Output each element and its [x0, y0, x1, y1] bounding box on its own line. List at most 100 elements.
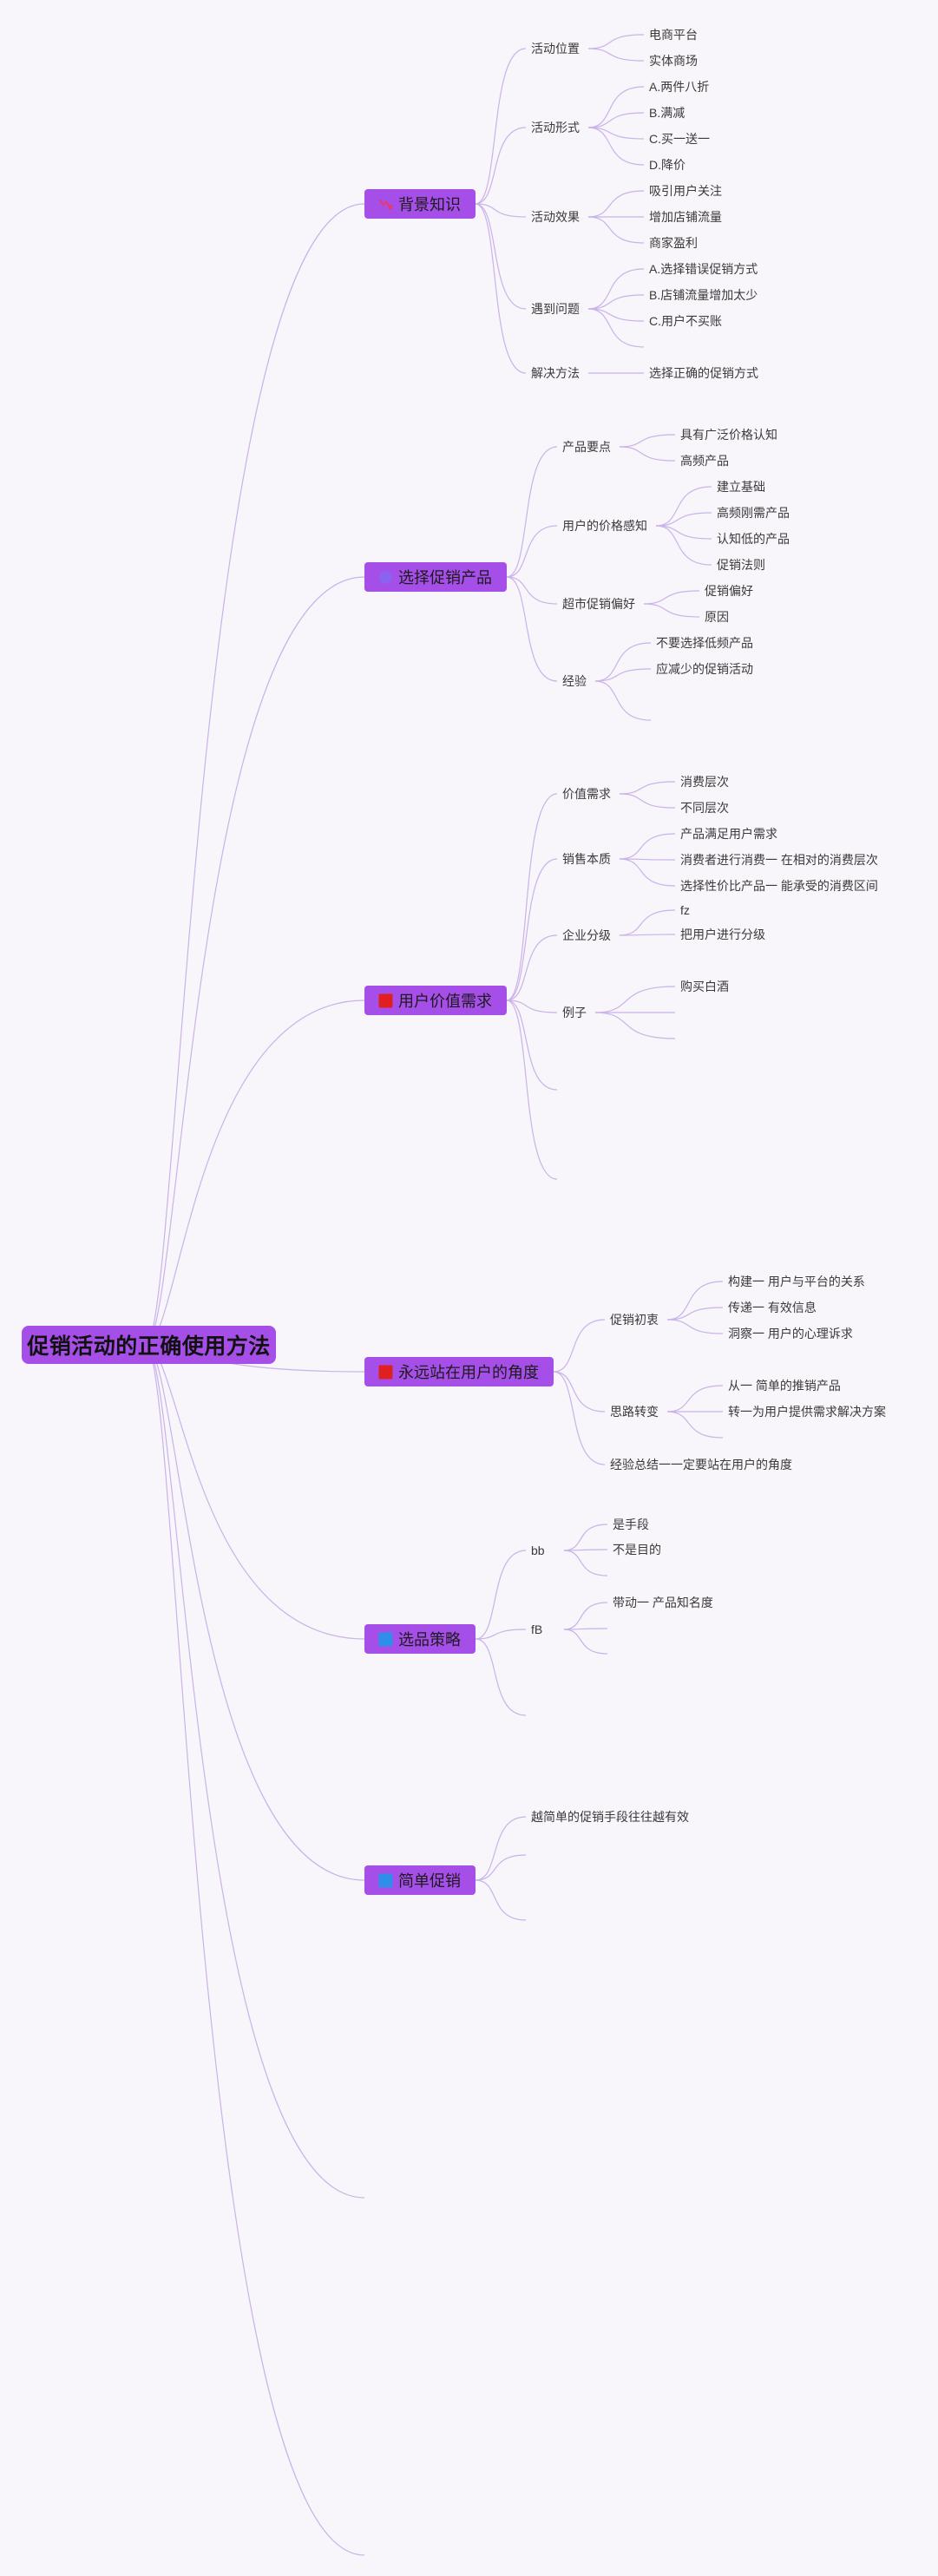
leaf-topic[interactable]: 应减少的促销活动 — [656, 662, 753, 676]
subtopic[interactable]: 价值需求 — [562, 787, 611, 801]
branch-label: 背景知识 — [398, 196, 461, 213]
subtopic[interactable]: 用户的价格感知 — [562, 519, 647, 533]
leaf-topic[interactable]: B.满减 — [649, 106, 685, 120]
leaf-link-2-3-2 — [594, 1012, 676, 1039]
leaf-link-3-0-1 — [666, 1307, 724, 1321]
subtopic[interactable]: 解决方法 — [531, 366, 580, 380]
leaf-link-1-3-0 — [594, 642, 652, 682]
leaf-topic[interactable]: 增加店铺流量 — [649, 210, 722, 224]
leaf-topic[interactable]: C.买一送一 — [649, 132, 710, 146]
subtopic[interactable]: bb — [531, 1544, 545, 1557]
leaf-topic[interactable]: D.降价 — [649, 158, 685, 172]
leaf-topic[interactable]: 高频产品 — [680, 454, 729, 468]
leaf-topic[interactable]: A.两件八折 — [649, 80, 710, 94]
branch-link-2-2 — [506, 934, 558, 1001]
subtopic[interactable]: 例子 — [562, 1006, 587, 1019]
leaf-link-0-3-1 — [587, 294, 645, 310]
branch-2[interactable]: 用户价值需求 — [364, 986, 507, 1015]
leaf-topic[interactable]: 转一为用户提供需求解决方案 — [728, 1405, 886, 1419]
leaf-link-3-1-2 — [666, 1411, 724, 1439]
subtopic[interactable]: 思路转变 — [610, 1405, 659, 1419]
subtopic[interactable]: 销售本质 — [562, 852, 611, 866]
leaf-topic[interactable]: 吸引用户关注 — [649, 184, 722, 198]
leaf-link-3-0-2 — [666, 1319, 724, 1334]
leaf-topic[interactable]: 消费层次 — [680, 775, 729, 789]
leaf-topic[interactable]: 促销偏好 — [705, 584, 753, 598]
branch-4[interactable]: 选品策略 — [364, 1624, 476, 1654]
branch-1[interactable]: 选择促销产品 — [364, 562, 507, 592]
branch-link-3-1 — [553, 1371, 606, 1413]
leaf-link-2-1-0 — [619, 833, 676, 860]
leaf-link-2-0-0 — [619, 781, 676, 795]
branch-3[interactable]: 永远站在用户的角度 — [364, 1357, 554, 1386]
subtopic[interactable]: 越简单的促销手段往往越有效 — [531, 1810, 689, 1824]
leaf-topic[interactable]: 选择性价比产品一 能承受的消费区间 — [680, 879, 878, 893]
blue-square-icon — [378, 1873, 393, 1888]
leaf-topic[interactable]: 购买白酒 — [680, 980, 729, 993]
branch-link-1-0 — [506, 446, 558, 578]
branch-link-2-4 — [506, 1000, 558, 1091]
root-link-2 — [145, 1000, 365, 1346]
leaf-topic[interactable]: 消费者进行消费一 在相对的消费层次 — [680, 853, 878, 867]
subtopic[interactable]: 遇到问题 — [531, 302, 580, 316]
branch-link-0-0 — [475, 48, 527, 205]
subtopic[interactable]: 企业分级 — [562, 928, 611, 942]
leaf-topic[interactable]: 实体商场 — [649, 54, 698, 68]
leaf-topic[interactable]: A.选择错误促销方式 — [649, 262, 758, 276]
subtopic[interactable]: 活动位置 — [531, 42, 580, 56]
leaf-topic[interactable]: 电商平台 — [649, 28, 698, 42]
leaf-topic[interactable]: 选择正确的促销方式 — [649, 366, 758, 380]
subtopic[interactable]: 产品要点 — [562, 440, 611, 454]
leaf-topic[interactable]: 建立基础 — [717, 480, 765, 494]
leaf-topic[interactable]: 是手段 — [613, 1517, 649, 1531]
branch-label: 简单促销 — [398, 1872, 461, 1890]
leaf-link-4-0-0 — [563, 1524, 608, 1551]
leaf-topic[interactable]: 原因 — [705, 610, 729, 624]
leaf-topic[interactable]: 认知低的产品 — [717, 532, 790, 546]
root-topic[interactable]: 促销活动的正确使用方法 — [22, 1326, 276, 1364]
leaf-topic[interactable]: fz — [680, 903, 690, 917]
subtopic[interactable]: 促销初衷 — [610, 1313, 659, 1327]
subtopic[interactable]: 超市促销偏好 — [562, 597, 635, 611]
leaf-topic[interactable]: 高频刚需产品 — [717, 506, 790, 520]
leaf-topic[interactable]: 产品满足用户需求 — [680, 827, 777, 841]
subtopic[interactable]: 经验 — [562, 674, 587, 688]
branch-link-0-1 — [475, 127, 527, 205]
leaf-link-0-1-0 — [587, 86, 645, 128]
leaf-topic[interactable]: 构建一 用户与平台的关系 — [728, 1275, 865, 1288]
branch-0[interactable]: 背景知识 — [364, 189, 476, 219]
leaf-link-4-0-2 — [563, 1550, 608, 1576]
leaf-link-2-2-0 — [619, 909, 676, 936]
leaf-topic[interactable]: 不同层次 — [680, 801, 729, 815]
subtopic[interactable]: 活动形式 — [531, 121, 580, 134]
subtopic[interactable]: fB — [531, 1622, 543, 1636]
branch-5[interactable]: 简单促销 — [364, 1865, 476, 1895]
leaf-topic[interactable]: 促销法则 — [717, 558, 765, 572]
leaf-link-2-2-1 — [619, 934, 676, 936]
leaf-topic[interactable]: 商家盈利 — [649, 236, 698, 250]
subtopic[interactable]: 活动效果 — [531, 210, 580, 224]
leaf-link-0-0-1 — [587, 48, 645, 62]
leaf-link-4-1-2 — [563, 1629, 608, 1655]
leaf-topic[interactable]: 传递一 有效信息 — [728, 1301, 817, 1314]
red-square-icon — [378, 1365, 393, 1380]
branch-link-3-0 — [553, 1319, 606, 1373]
root-link-1 — [145, 576, 365, 1346]
leaf-topic[interactable]: 带动一 产品知名度 — [613, 1596, 713, 1609]
branch-label: 永远站在用户的角度 — [398, 1364, 539, 1381]
branch-link-2-1 — [506, 858, 558, 1001]
root-link-4 — [145, 1344, 365, 1640]
root-empty-link-1 — [145, 1344, 365, 2556]
leaf-topic[interactable]: C.用户不买账 — [649, 314, 722, 328]
leaf-link-1-1-3 — [655, 525, 712, 566]
leaf-topic[interactable]: 从一 简单的推销产品 — [728, 1379, 841, 1393]
leaf-topic[interactable]: 不是目的 — [613, 1543, 661, 1557]
leaf-topic[interactable]: 不要选择低频产品 — [656, 636, 753, 650]
leaf-topic[interactable]: 把用户进行分级 — [680, 927, 765, 941]
leaf-topic[interactable]: B.店铺流量增加太少 — [649, 288, 758, 302]
leaf-link-0-0-0 — [587, 34, 645, 49]
subtopic[interactable]: 经验总结一一定要站在用户的角度 — [610, 1458, 792, 1472]
leaf-topic[interactable]: 洞察一 用户的心理诉求 — [728, 1327, 853, 1340]
leaf-topic[interactable]: 具有广泛价格认知 — [680, 428, 777, 442]
